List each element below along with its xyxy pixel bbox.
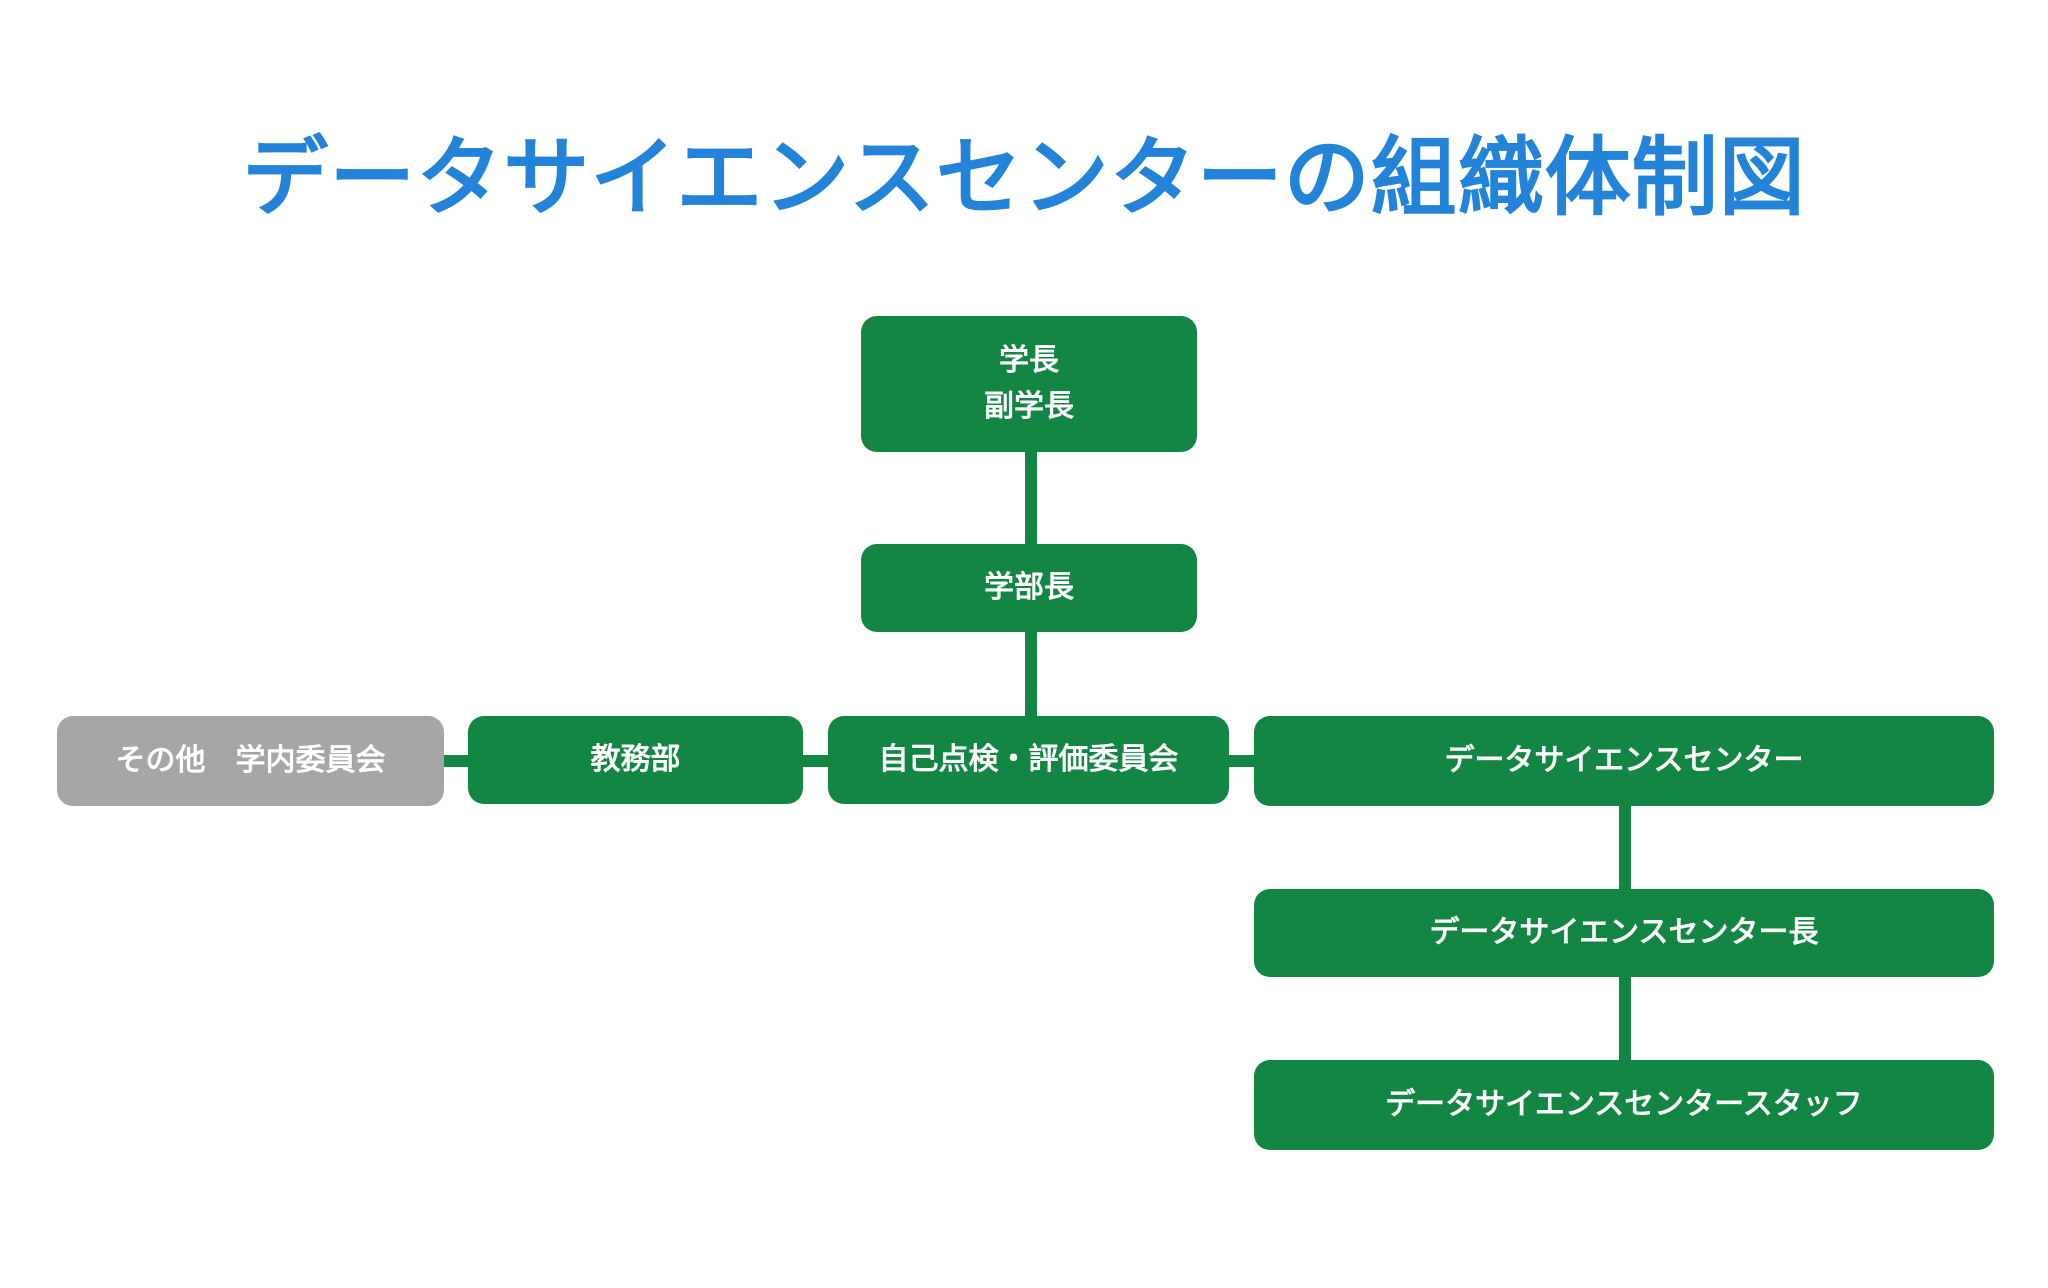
node-self-review: 自己点検・評価委員会 bbox=[828, 716, 1229, 804]
node-ds-center-head: データサイエンスセンター長 bbox=[1254, 889, 1994, 977]
node-academic-affairs-label: 教務部 bbox=[590, 742, 681, 777]
node-ds-center-head-label: データサイエンスセンター長 bbox=[1429, 915, 1819, 950]
node-other-committees: その他 学内委員会 bbox=[57, 716, 444, 806]
node-dean: 学部長 bbox=[861, 544, 1197, 632]
connector-self-review-ds-center bbox=[1229, 755, 1257, 767]
connector-ds-center-head bbox=[1619, 805, 1631, 891]
connector-dean-self-review bbox=[1025, 630, 1037, 720]
node-ds-center-staff-label: データサイエンスセンタースタッフ bbox=[1385, 1087, 1863, 1122]
node-president-line2: 副学長 bbox=[984, 389, 1074, 424]
page-title: データサイエンスセンターの組織体制図 bbox=[242, 128, 1806, 228]
node-president-line1: 学長 bbox=[999, 343, 1059, 378]
node-president: 学長 副学長 bbox=[861, 316, 1197, 452]
node-ds-center: データサイエンスセンター bbox=[1254, 716, 1994, 806]
node-other-committees-label: その他 学内委員会 bbox=[115, 743, 386, 778]
connector-president-dean bbox=[1025, 450, 1037, 546]
node-ds-center-label: データサイエンスセンター bbox=[1444, 743, 1804, 778]
node-self-review-label: 自己点検・評価委員会 bbox=[878, 742, 1179, 777]
node-ds-center-staff: データサイエンスセンタースタッフ bbox=[1254, 1060, 1994, 1150]
connector-academic-self-review bbox=[800, 755, 830, 767]
connector-other-academic bbox=[442, 755, 470, 767]
node-academic-affairs: 教務部 bbox=[468, 716, 803, 804]
connector-ds-head-staff bbox=[1619, 976, 1631, 1062]
node-dean-label: 学部長 bbox=[984, 570, 1074, 605]
